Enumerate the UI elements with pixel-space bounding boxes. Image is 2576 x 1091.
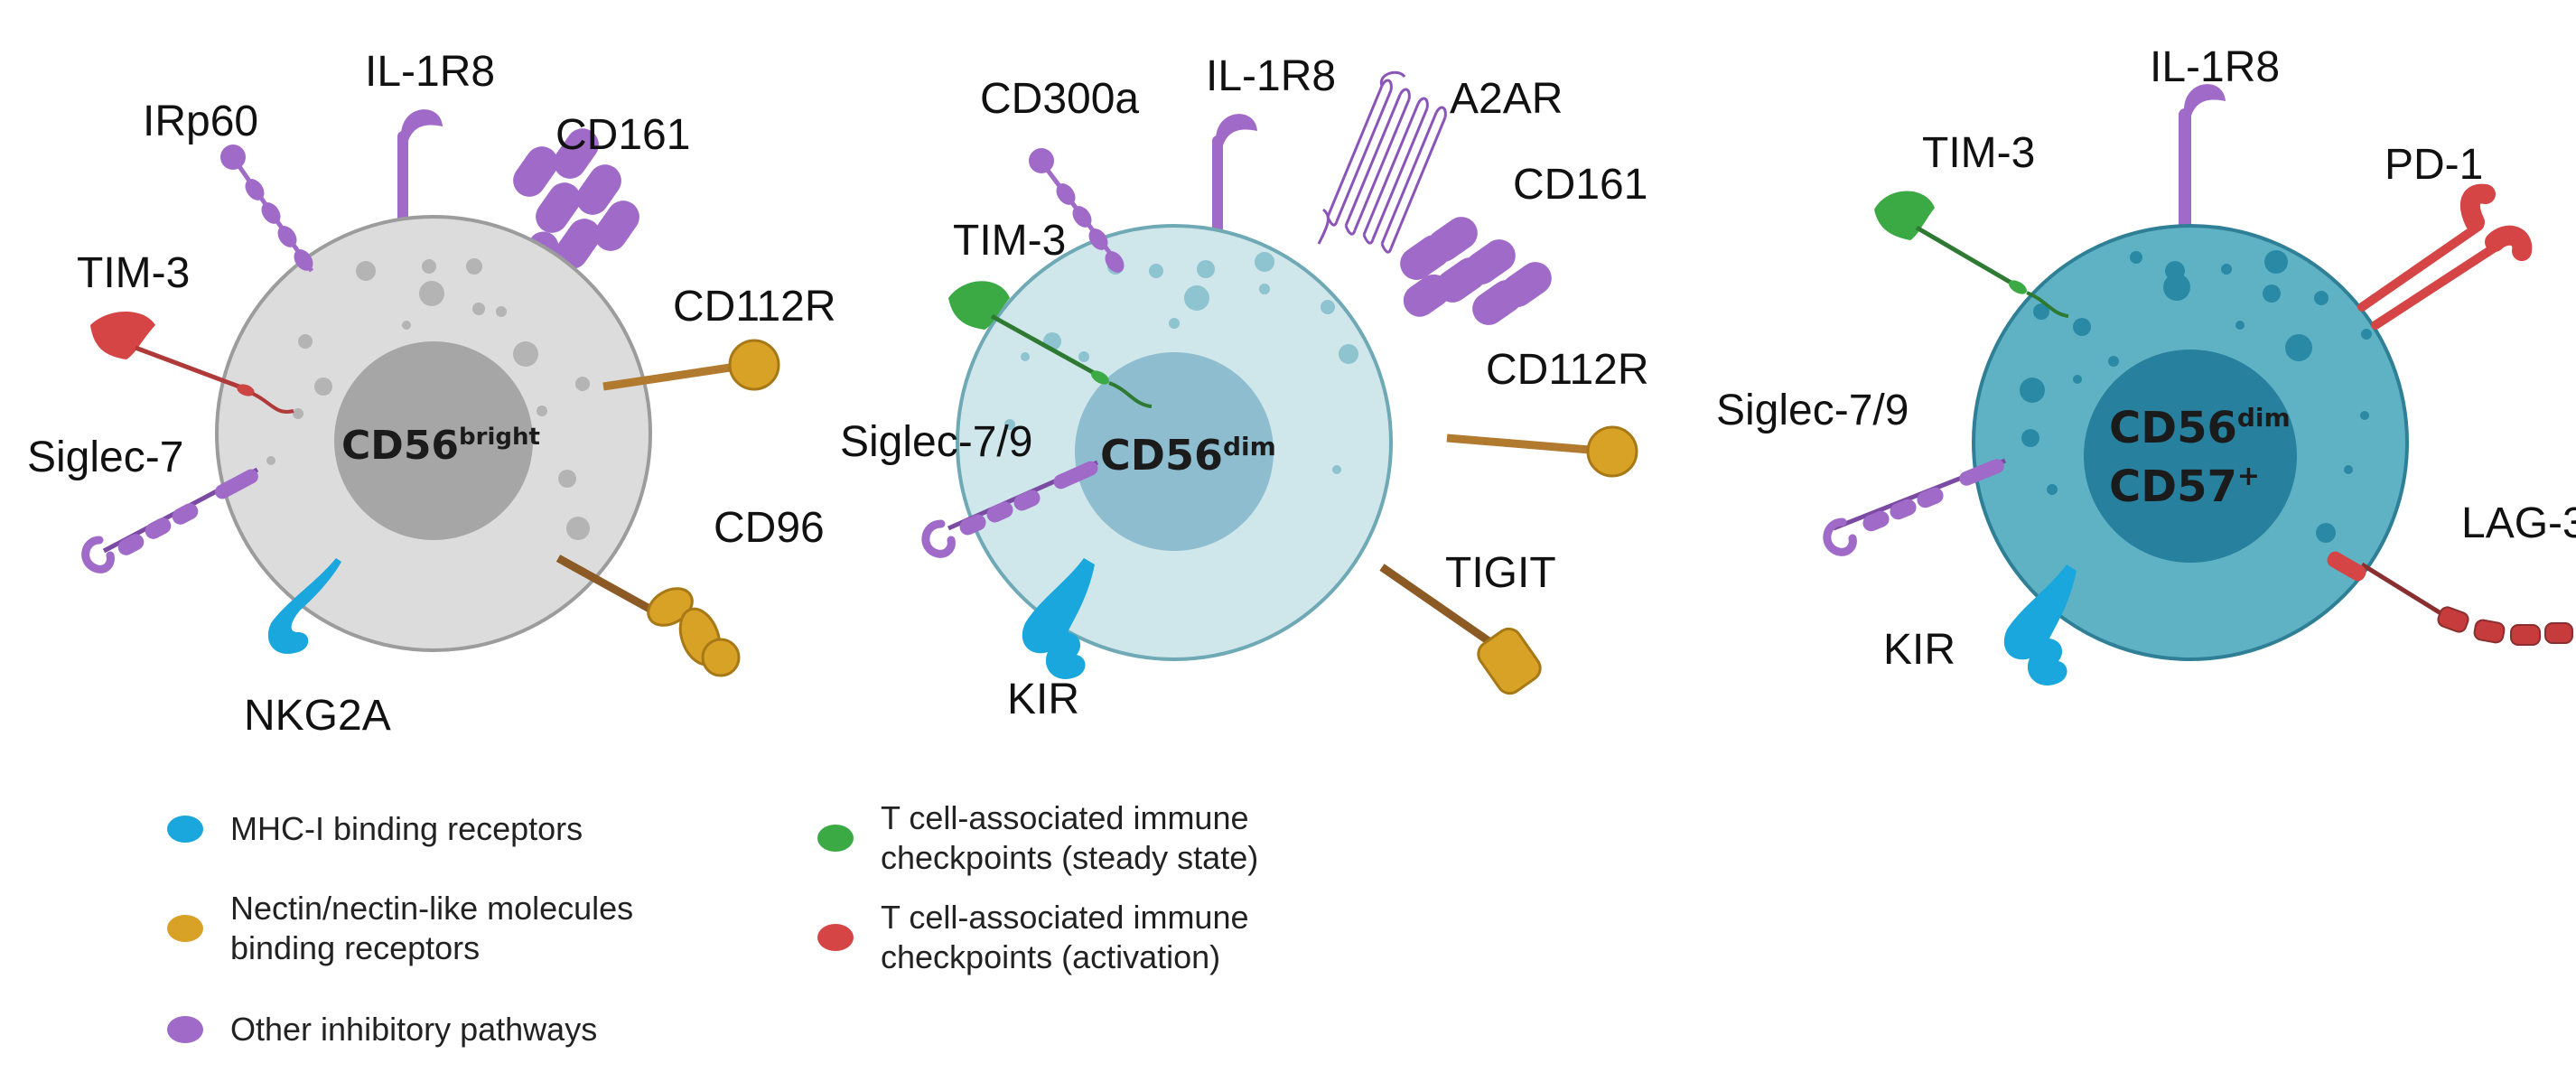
label-irp60-bright: IRp60 bbox=[143, 98, 258, 145]
label-siglec79-dim57: Siglec-7/9 bbox=[1716, 387, 1909, 434]
label-nkg2a-bright: NKG2A bbox=[244, 692, 391, 740]
tim3-receptor-bright bbox=[90, 312, 294, 414]
label-cd96-bright: CD96 bbox=[714, 504, 825, 552]
lag3-receptor-dim57 bbox=[2327, 551, 2573, 646]
cell-name-dim57: CD56dim bbox=[2109, 403, 2291, 453]
nucleus-dim57 bbox=[2084, 350, 2297, 563]
label-a2ar-dim: A2AR bbox=[1450, 75, 1563, 123]
label-il1r8-bright: IL-1R8 bbox=[365, 48, 495, 96]
label-siglec7-bright: Siglec-7 bbox=[27, 434, 183, 481]
cytoplasm-granules-bright bbox=[266, 258, 590, 540]
legend-swatch-other bbox=[167, 1016, 203, 1043]
legend-item-nectin: Nectin/nectin-like molecules binding rec… bbox=[167, 890, 633, 966]
irp60-receptor-bright bbox=[220, 145, 314, 273]
legend: MHC-I binding receptors Nectin/nectin-li… bbox=[167, 799, 1258, 1048]
label-kir-dim: KIR bbox=[1007, 676, 1079, 723]
cell-cd56-bright: CD56bright bbox=[27, 48, 836, 740]
label-il1r8-dim57: IL-1R8 bbox=[2150, 43, 2280, 91]
legend-label-nectin-line2: binding receptors bbox=[230, 929, 480, 966]
legend-item-other: Other inhibitory pathways bbox=[167, 1011, 597, 1048]
legend-item-steady: T cell-associated immune checkpoints (st… bbox=[817, 799, 1258, 876]
label-cd112r-bright: CD112R bbox=[673, 283, 836, 331]
legend-item-mhc: MHC-I binding receptors bbox=[167, 810, 583, 847]
label-kir-dim57: KIR bbox=[1883, 626, 1955, 674]
kir-receptor-dim57 bbox=[2003, 564, 2077, 685]
label-tim3-bright: TIM-3 bbox=[77, 249, 190, 297]
cd161-receptor-dim bbox=[1400, 217, 1552, 325]
label-cd300a-dim: CD300a bbox=[980, 75, 1139, 123]
legend-label-nectin-line1: Nectin/nectin-like molecules bbox=[230, 890, 633, 927]
legend-label-other: Other inhibitory pathways bbox=[230, 1011, 597, 1048]
kir-receptor-dim bbox=[1022, 558, 1095, 679]
il1r8-receptor-dim57 bbox=[2179, 84, 2226, 235]
siglec79-receptor-dim57 bbox=[1823, 458, 2006, 556]
cd96-receptor-bright bbox=[555, 555, 741, 677]
label-tim3-dim57: TIM-3 bbox=[1922, 129, 2035, 177]
nkg2a-receptor-bright bbox=[267, 558, 341, 654]
cd112r-receptor-bright bbox=[602, 339, 780, 391]
legend-swatch-nectin bbox=[167, 915, 203, 942]
label-cd161-dim: CD161 bbox=[1513, 161, 1647, 209]
siglec79-receptor-dim bbox=[921, 460, 1099, 558]
cd112r-receptor-dim bbox=[1446, 425, 1638, 478]
tigit-receptor-dim bbox=[1379, 564, 1542, 695]
siglec7-receptor-bright bbox=[81, 467, 259, 573]
il1r8-receptor-dim bbox=[1212, 114, 1257, 235]
label-cd112r-dim: CD112R bbox=[1486, 346, 1649, 394]
legend-label-activation-line2: checkpoints (activation) bbox=[881, 938, 1220, 975]
legend-label-steady-line1: T cell-associated immune bbox=[881, 799, 1249, 836]
legend-swatch-steady bbox=[817, 825, 854, 852]
label-cd161-bright: CD161 bbox=[555, 111, 690, 159]
cd300a-receptor-dim bbox=[1029, 148, 1125, 273]
nucleus-dim bbox=[1075, 352, 1274, 551]
legend-swatch-mhc bbox=[167, 816, 203, 843]
cell-cd56-dim-cd57: CD56dim CD57+ bbox=[1716, 43, 2576, 685]
il1r8-receptor-bright bbox=[397, 109, 443, 230]
tim3-receptor-dim bbox=[948, 281, 1153, 408]
legend-label-activation-line1: T cell-associated immune bbox=[881, 899, 1249, 936]
a2ar-receptor-dim bbox=[1317, 70, 1447, 254]
legend-swatch-activation bbox=[817, 924, 854, 951]
cell-name-line2-dim57: CD57+ bbox=[2109, 461, 2260, 512]
cell-cd56-dim: CD56dim bbox=[840, 52, 1649, 723]
cell-name-dim: CD56dim bbox=[1100, 431, 1276, 480]
nucleus-bright bbox=[334, 341, 533, 540]
legend-item-activation: T cell-associated immune checkpoints (ac… bbox=[817, 899, 1249, 975]
legend-label-mhc: MHC-I binding receptors bbox=[230, 810, 583, 847]
cytoplasm-granules-dim57 bbox=[2020, 250, 2372, 543]
label-tigit-dim: TIGIT bbox=[1445, 549, 1556, 597]
label-siglec79-dim: Siglec-7/9 bbox=[840, 418, 1032, 466]
tim3-receptor-dim57 bbox=[1874, 191, 2069, 318]
label-tim3-dim: TIM-3 bbox=[953, 217, 1066, 265]
label-lag3-dim57: LAG-3 bbox=[2461, 499, 2576, 547]
cell-name-bright: CD56bright bbox=[341, 423, 540, 469]
label-il1r8-dim: IL-1R8 bbox=[1206, 52, 1336, 100]
label-pd1-dim57: PD-1 bbox=[2385, 141, 2483, 189]
legend-label-steady-line2: checkpoints (steady state) bbox=[881, 839, 1258, 876]
pd1-receptor-dim57 bbox=[2357, 183, 2533, 330]
